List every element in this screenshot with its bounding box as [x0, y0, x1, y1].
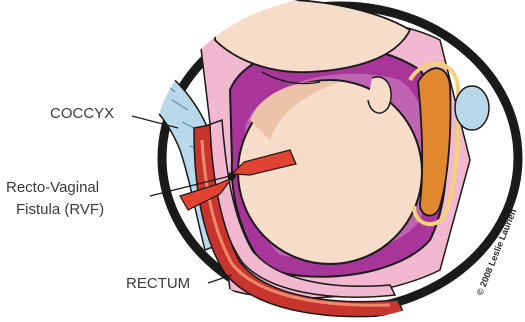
label-rvf-line1: Recto-Vaginal — [6, 179, 99, 196]
label-rvf-line2: Fistula (RVF) — [16, 201, 104, 218]
baby-ear — [368, 77, 391, 113]
label-rectum: RECTUM — [126, 275, 190, 292]
label-coccyx: COCCYX — [50, 105, 114, 122]
bladder — [455, 86, 489, 130]
